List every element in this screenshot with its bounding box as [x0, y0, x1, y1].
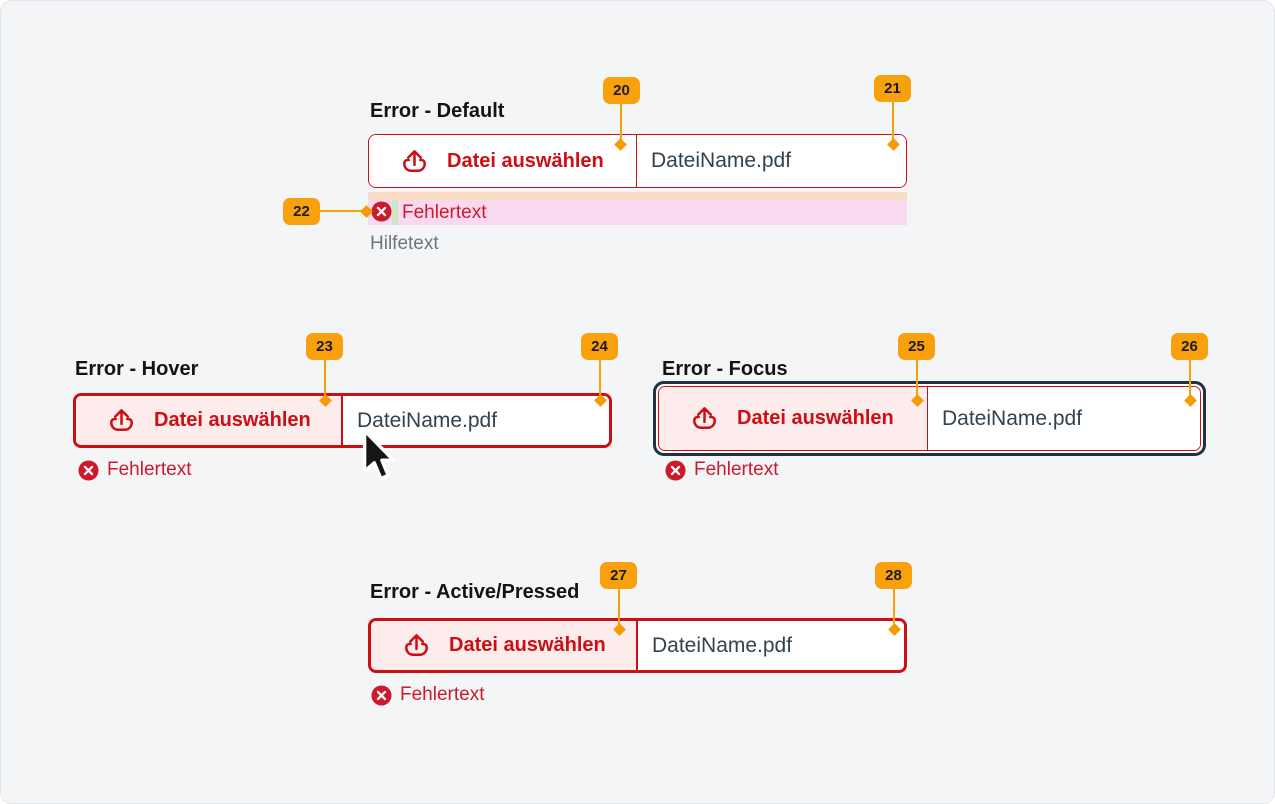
- annotation-badge-24: 24: [581, 333, 618, 360]
- file-select-button-label: Datei auswählen: [154, 409, 311, 431]
- annotation-badge-21: 21: [874, 75, 911, 102]
- section-title-error-active: Error - Active/Pressed: [370, 581, 580, 603]
- error-icon: [78, 459, 99, 481]
- error-message: Fehlertext: [107, 459, 192, 480]
- filename-text: DateiName.pdf: [357, 408, 498, 432]
- annotation-badge-20: 20: [603, 77, 640, 104]
- error-row: Fehlertext: [78, 459, 191, 481]
- annotation-badge-22: 22: [283, 198, 320, 225]
- filename-field[interactable]: DateiName.pdf: [928, 387, 1200, 450]
- file-select-button-label: Datei auswählen: [737, 407, 894, 429]
- section-title-error-hover: Error - Hover: [75, 358, 199, 380]
- annotation-stem-28: [893, 589, 895, 626]
- error-icon: [371, 201, 392, 222]
- spacing-highlight-gap: [392, 200, 398, 225]
- filename-text: DateiName.pdf: [652, 633, 793, 657]
- annotation-stem-23: [324, 360, 326, 398]
- annotation-badge-23: 23: [306, 333, 343, 360]
- upload-icon: [403, 149, 426, 172]
- section-title-error-default: Error - Default: [370, 100, 505, 122]
- error-message: Fehlertext: [400, 684, 485, 705]
- help-message: Hilfetext: [370, 233, 439, 254]
- spacing-highlight-top: [368, 192, 907, 200]
- error-row: Fehlertext: [371, 684, 484, 706]
- upload-icon: [405, 634, 428, 656]
- annotation-stem-25: [916, 360, 918, 397]
- mouse-cursor-icon: [362, 428, 396, 481]
- filename-text: DateiName.pdf: [651, 149, 792, 172]
- file-select-button-label: Datei auswählen: [447, 149, 604, 172]
- filename-field[interactable]: DateiName.pdf: [343, 396, 609, 445]
- filename-field[interactable]: DateiName.pdf: [637, 135, 906, 187]
- annotation-stem-26: [1189, 360, 1191, 397]
- section-title-error-focus: Error - Focus: [662, 358, 788, 380]
- error-icon: [665, 459, 686, 481]
- annotation-stem-27: [618, 589, 620, 626]
- file-select-button[interactable]: Datei auswählen: [659, 387, 928, 450]
- annotation-stem-24: [599, 360, 601, 398]
- annotation-stem-22: [318, 210, 364, 212]
- file-upload-control-hover: Datei auswählen DateiName.pdf: [73, 393, 612, 448]
- error-icon: [371, 684, 392, 706]
- file-select-button[interactable]: Datei auswählen: [369, 135, 637, 187]
- error-message: Fehlertext: [694, 459, 779, 480]
- annotation-badge-26: 26: [1171, 333, 1208, 360]
- file-upload-control-active: Datei auswählen DateiName.pdf: [368, 618, 907, 673]
- error-row-highlight: [368, 200, 907, 225]
- filename-field[interactable]: DateiName.pdf: [638, 621, 904, 670]
- upload-icon: [110, 409, 133, 431]
- file-select-button-label: Datei auswählen: [449, 634, 606, 656]
- annotation-badge-25: 25: [898, 333, 935, 360]
- focus-ring: Datei auswählen DateiName.pdf: [653, 381, 1206, 456]
- filename-text: DateiName.pdf: [942, 406, 1083, 430]
- annotation-stem-20: [620, 104, 622, 142]
- annotation-badge-27: 27: [600, 562, 637, 589]
- file-upload-control-default: Datei auswählen DateiName.pdf: [368, 134, 907, 188]
- annotation-stem-21: [892, 102, 894, 142]
- upload-icon: [693, 407, 716, 429]
- file-select-button[interactable]: Datei auswählen: [371, 621, 638, 670]
- file-select-button[interactable]: Datei auswählen: [76, 396, 343, 445]
- annotation-badge-28: 28: [875, 562, 912, 589]
- error-message: Fehlertext: [402, 201, 487, 223]
- file-upload-control-focus: Datei auswählen DateiName.pdf: [658, 386, 1201, 451]
- error-row: Fehlertext: [665, 459, 778, 481]
